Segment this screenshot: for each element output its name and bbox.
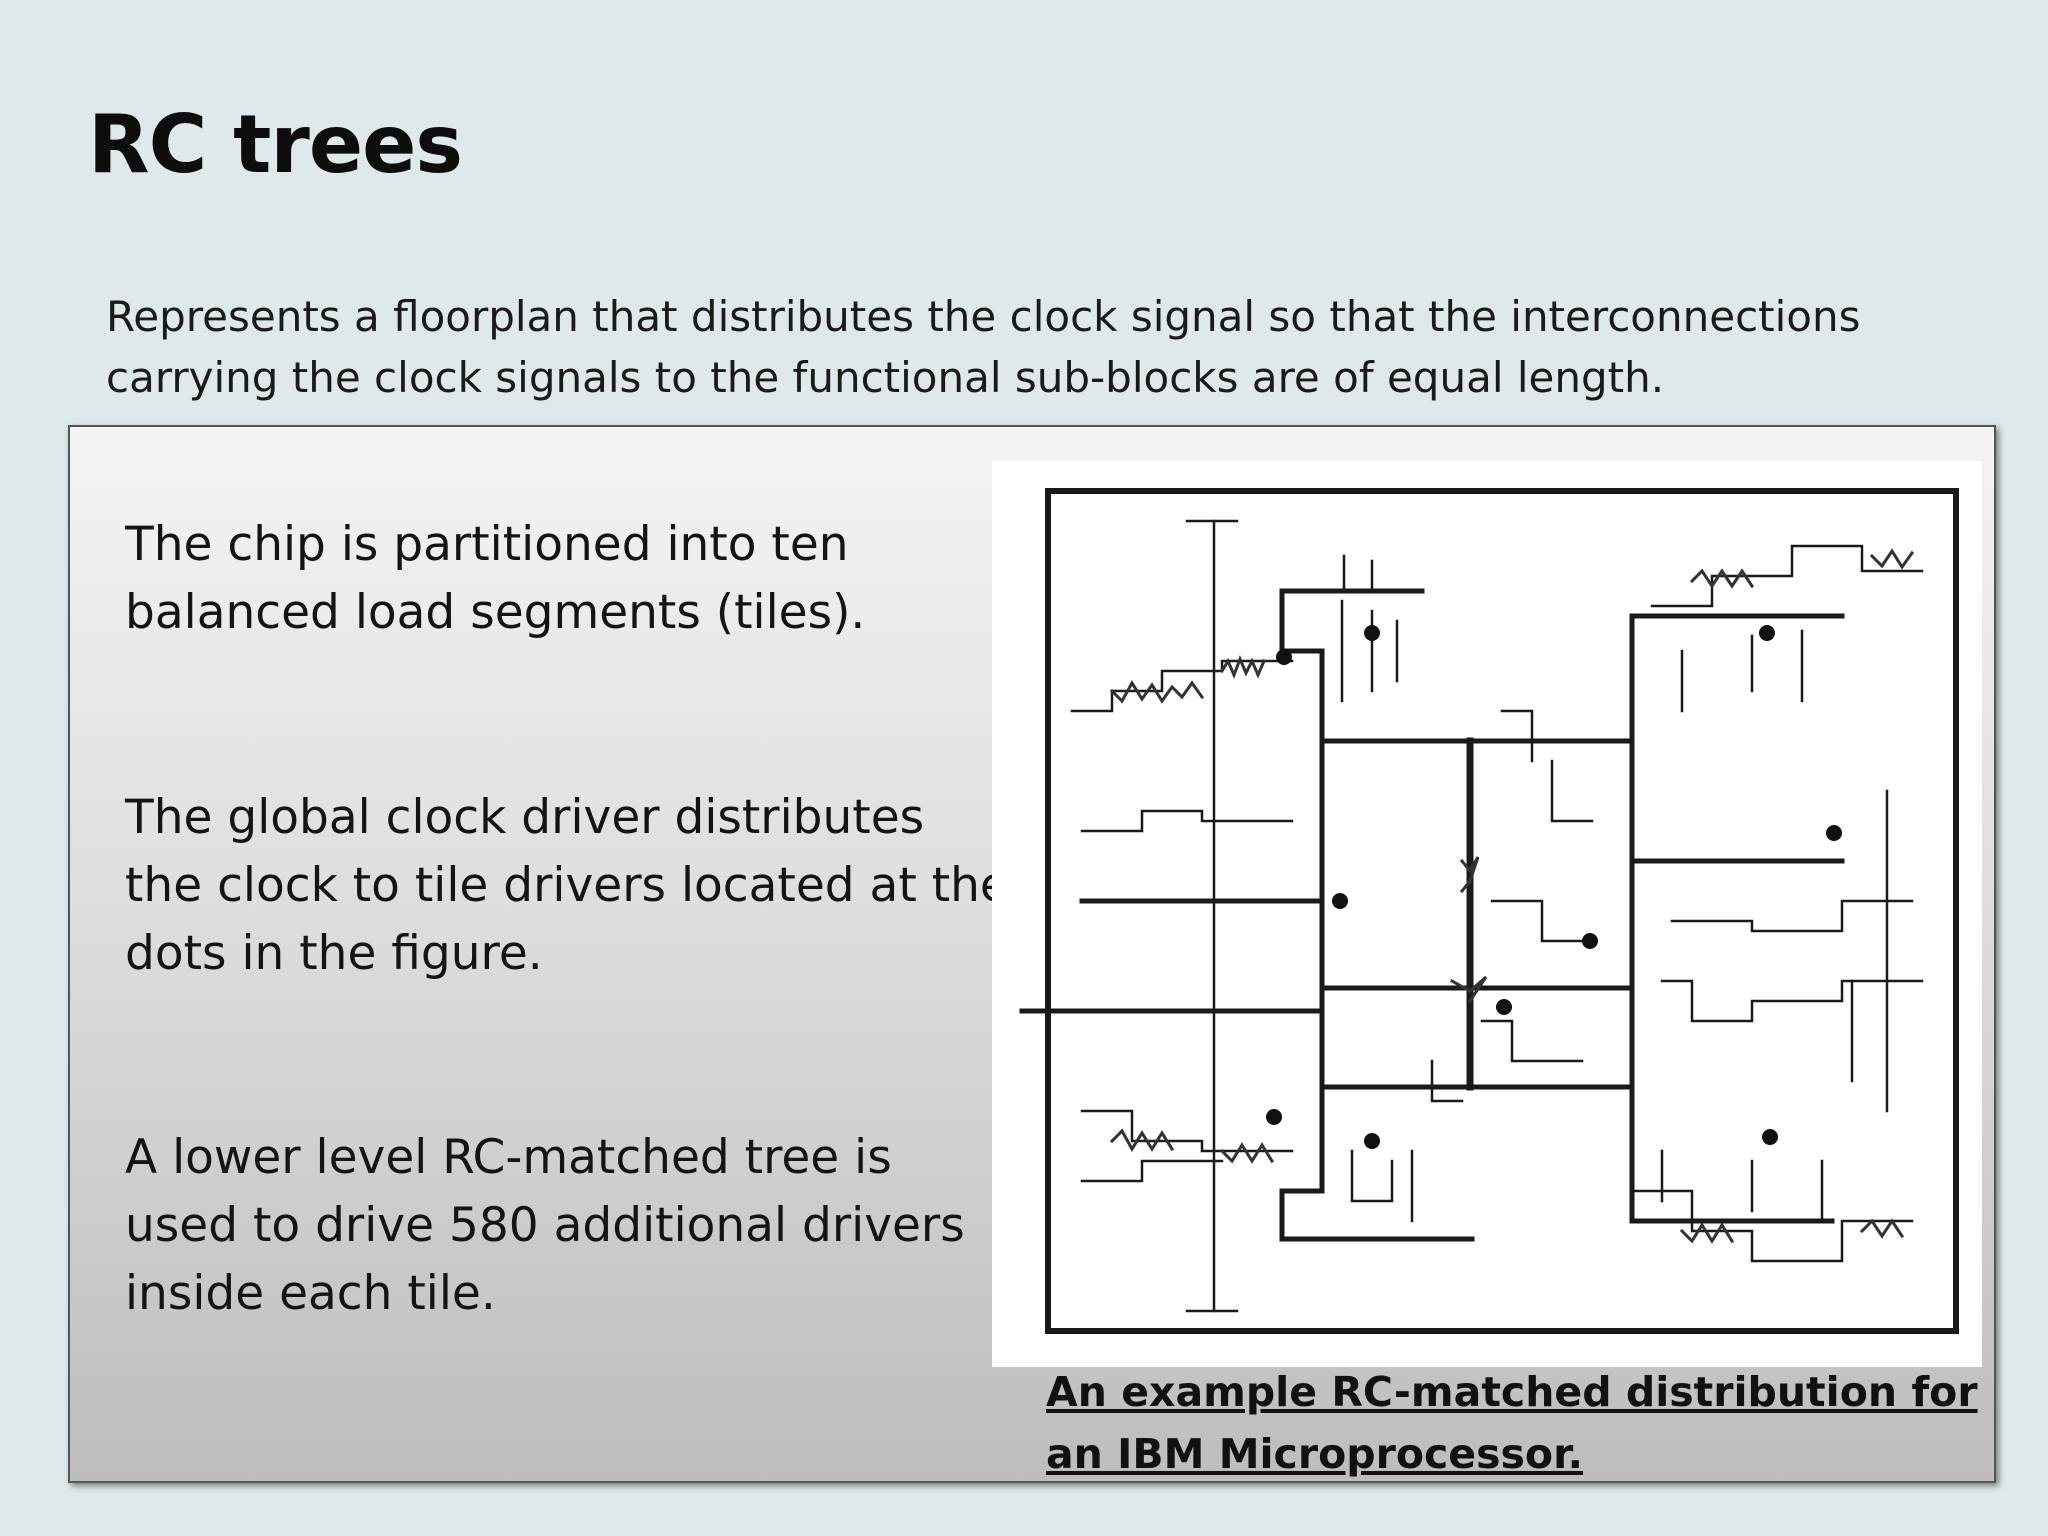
driver-dot xyxy=(1332,893,1348,909)
driver-dot xyxy=(1496,999,1512,1015)
bullet-rc-tree: A lower level RC-matched tree is used to… xyxy=(125,1124,965,1328)
bullet-line: the clock to tile drivers located at the xyxy=(125,858,1009,913)
branch-lines xyxy=(1070,519,1924,1313)
bullet-line: The global clock driver distributes xyxy=(125,790,925,845)
driver-dot xyxy=(1582,933,1598,949)
intro-text: Represents a floorplan that distributes … xyxy=(106,286,1986,408)
chip-outline xyxy=(1045,488,1959,1334)
bullet-global-driver: The global clock driver distributes the … xyxy=(125,784,1009,988)
caption-line: An example RC-matched distribution for xyxy=(1046,1368,1978,1416)
driver-dot xyxy=(1759,625,1775,641)
bullet-line: dots in the figure. xyxy=(125,926,543,981)
bullet-line: balanced load segments (tiles). xyxy=(125,585,866,640)
tree-texture xyxy=(1109,548,1915,1244)
clock-tree-diagram xyxy=(1019,488,1959,1334)
driver-dot xyxy=(1826,825,1842,841)
driver-dot xyxy=(1276,649,1292,665)
bullet-line: inside each tile. xyxy=(125,1266,496,1321)
clock-distribution-figure xyxy=(992,461,1982,1367)
content-panel: The chip is partitioned into ten balance… xyxy=(68,425,1996,1483)
tile-driver-dots xyxy=(1266,625,1842,1149)
driver-dot xyxy=(1364,1133,1380,1149)
driver-dot xyxy=(1762,1129,1778,1145)
caption-line: an IBM Microprocessor. xyxy=(1046,1430,1584,1478)
slide-title: RC trees xyxy=(88,98,463,191)
bullet-line: The chip is partitioned into ten xyxy=(125,517,849,572)
bullet-line: A lower level RC-matched tree is xyxy=(125,1130,892,1185)
intro-line: carrying the clock signals to the functi… xyxy=(106,353,1665,402)
bullet-tiles: The chip is partitioned into ten balance… xyxy=(125,511,865,647)
figure-caption: An example RC-matched distribution for a… xyxy=(1046,1361,1978,1485)
bullet-line: used to drive 580 additional drivers xyxy=(125,1198,965,1253)
intro-line: Represents a floorplan that distributes … xyxy=(106,292,1861,341)
driver-dot xyxy=(1266,1109,1282,1125)
driver-dot xyxy=(1364,625,1380,641)
